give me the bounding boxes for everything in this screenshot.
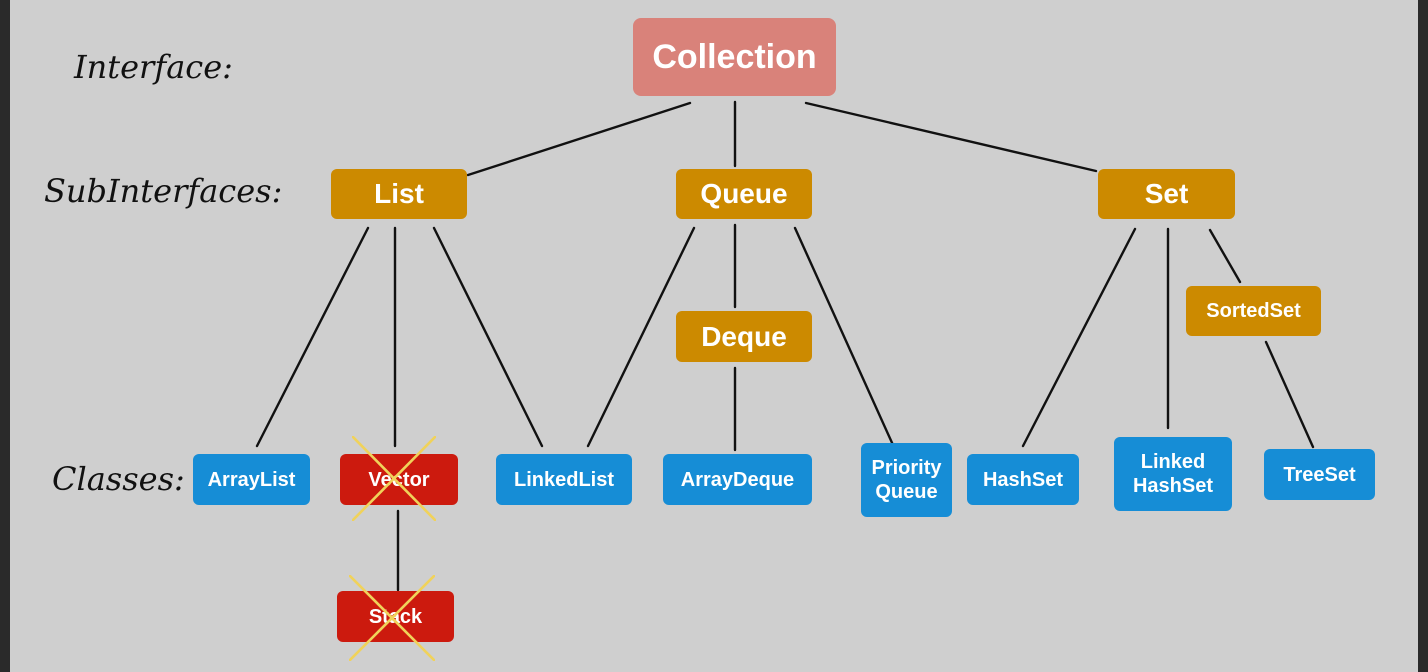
right-frame-edge bbox=[1418, 0, 1428, 672]
left-frame-edge bbox=[0, 0, 10, 672]
edge-collection-to-set bbox=[804, 101, 1098, 173]
node-linkedhashset: Linked HashSet bbox=[1114, 437, 1232, 511]
edge-collection-to-list bbox=[466, 101, 692, 177]
node-hashset: HashSet bbox=[967, 454, 1079, 505]
node-collection: Collection bbox=[633, 18, 836, 96]
node-queue: Queue bbox=[676, 169, 812, 219]
edge-sortedset-to-treeset bbox=[1264, 340, 1315, 449]
node-priorityqueue-line-1: Priority bbox=[871, 457, 942, 479]
edge-queue-to-linkedlist bbox=[586, 226, 696, 448]
tier-label-subinterfaces: SubInterfaces: bbox=[44, 172, 283, 210]
node-vector: Vector bbox=[340, 454, 458, 505]
edge-queue-to-priorityqueue bbox=[793, 226, 895, 447]
edge-list-to-linkedlist bbox=[432, 226, 544, 448]
node-stack: Stack bbox=[337, 591, 454, 642]
node-arraylist: ArrayList bbox=[193, 454, 310, 505]
edge-set-to-hashset bbox=[1021, 227, 1137, 448]
node-deque: Deque bbox=[676, 311, 812, 362]
node-treeset: TreeSet bbox=[1264, 449, 1375, 500]
node-linkedhashset-line-2: HashSet bbox=[1132, 475, 1214, 497]
tier-label-interface: Interface: bbox=[74, 48, 233, 86]
node-linkedhashset-line-1: Linked bbox=[1140, 451, 1206, 473]
tier-label-classes: Classes: bbox=[52, 460, 185, 498]
node-sortedset: SortedSet bbox=[1186, 286, 1321, 336]
node-priorityqueue: Priority Queue bbox=[861, 443, 952, 517]
node-arraydeque: ArrayDeque bbox=[663, 454, 812, 505]
edge-list-to-arraylist bbox=[255, 226, 370, 448]
node-priorityqueue-line-2: Queue bbox=[875, 481, 938, 503]
node-linkedlist: LinkedList bbox=[496, 454, 632, 505]
node-list: List bbox=[331, 169, 467, 219]
node-set: Set bbox=[1098, 169, 1235, 219]
edge-set-to-sortedset bbox=[1208, 228, 1242, 284]
